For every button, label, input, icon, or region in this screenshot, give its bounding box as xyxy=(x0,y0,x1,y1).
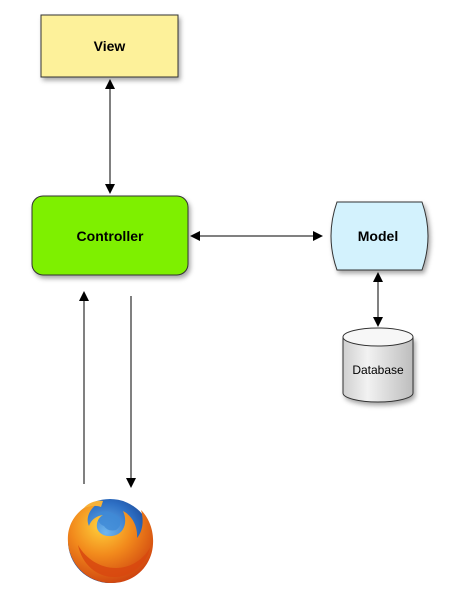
model-node: Model xyxy=(330,201,429,271)
view-node: View xyxy=(40,14,179,78)
view-label: View xyxy=(94,38,126,54)
database-label: Database xyxy=(352,363,404,377)
model-label: Model xyxy=(358,228,398,244)
database-node: Database xyxy=(342,327,414,403)
controller-label: Controller xyxy=(77,228,144,244)
firefox-browser-icon xyxy=(67,499,154,584)
controller-node: Controller xyxy=(31,195,189,276)
